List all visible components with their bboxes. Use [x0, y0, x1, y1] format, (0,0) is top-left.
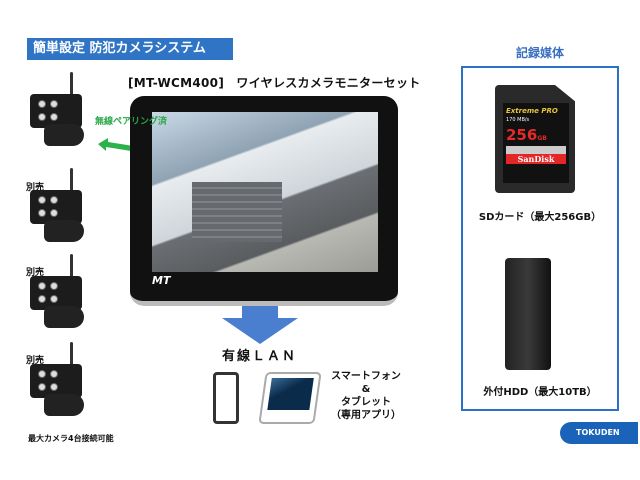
sd-line: Extreme PRO	[506, 107, 558, 115]
media-title: 記録媒体	[515, 46, 564, 60]
max-cameras-note: 最大カメラ4台接続可能	[28, 434, 114, 443]
camera-extra	[26, 168, 86, 248]
sold-separately-label: 別売	[26, 268, 45, 278]
monitor-logo: MT	[152, 274, 171, 287]
app-label: スマートフォン & タブレット （専用アプリ）	[326, 370, 406, 422]
monitor: MT	[130, 96, 398, 306]
product-name: [MT-WCM400] ワイヤレスカメラモニターセット	[128, 76, 421, 90]
media-box	[461, 66, 619, 411]
camera-extra	[26, 254, 86, 334]
sd-brand: SanDisk	[506, 154, 566, 164]
tokuden-logo: TOKUDEN	[560, 422, 638, 444]
tablet-icon	[258, 372, 322, 424]
sd-card: Extreme PRO 170 MB/s 256GB SanDisk	[495, 85, 575, 193]
app-line: スマートフォン	[331, 371, 401, 382]
hdd-caption: 外付HDD（最大10TB）	[483, 387, 597, 398]
app-line: （専用アプリ）	[331, 410, 401, 421]
down-arrow-icon	[222, 300, 298, 344]
wired-lan-label: 有線ＬＡＮ	[222, 349, 298, 364]
page-title: 簡単設定 防犯カメラシステム	[27, 38, 233, 60]
sd-speed: 170 MB/s	[506, 117, 530, 123]
app-line: &	[361, 384, 371, 395]
camera-extra	[26, 342, 86, 422]
monitor-screen	[152, 112, 378, 272]
sold-separately-label: 別売	[26, 356, 45, 366]
sd-caption: SDカード（最大256GB）	[478, 212, 602, 223]
external-hdd	[505, 258, 551, 370]
smartphone-icon	[213, 372, 239, 424]
sd-unit: GB	[537, 135, 547, 142]
app-line: タブレット	[341, 397, 391, 408]
camera-main	[26, 72, 86, 152]
sold-separately-label: 別売	[26, 183, 45, 193]
pairing-label: 無線ペアリング済	[95, 117, 168, 127]
sd-capacity: 256	[506, 126, 538, 144]
